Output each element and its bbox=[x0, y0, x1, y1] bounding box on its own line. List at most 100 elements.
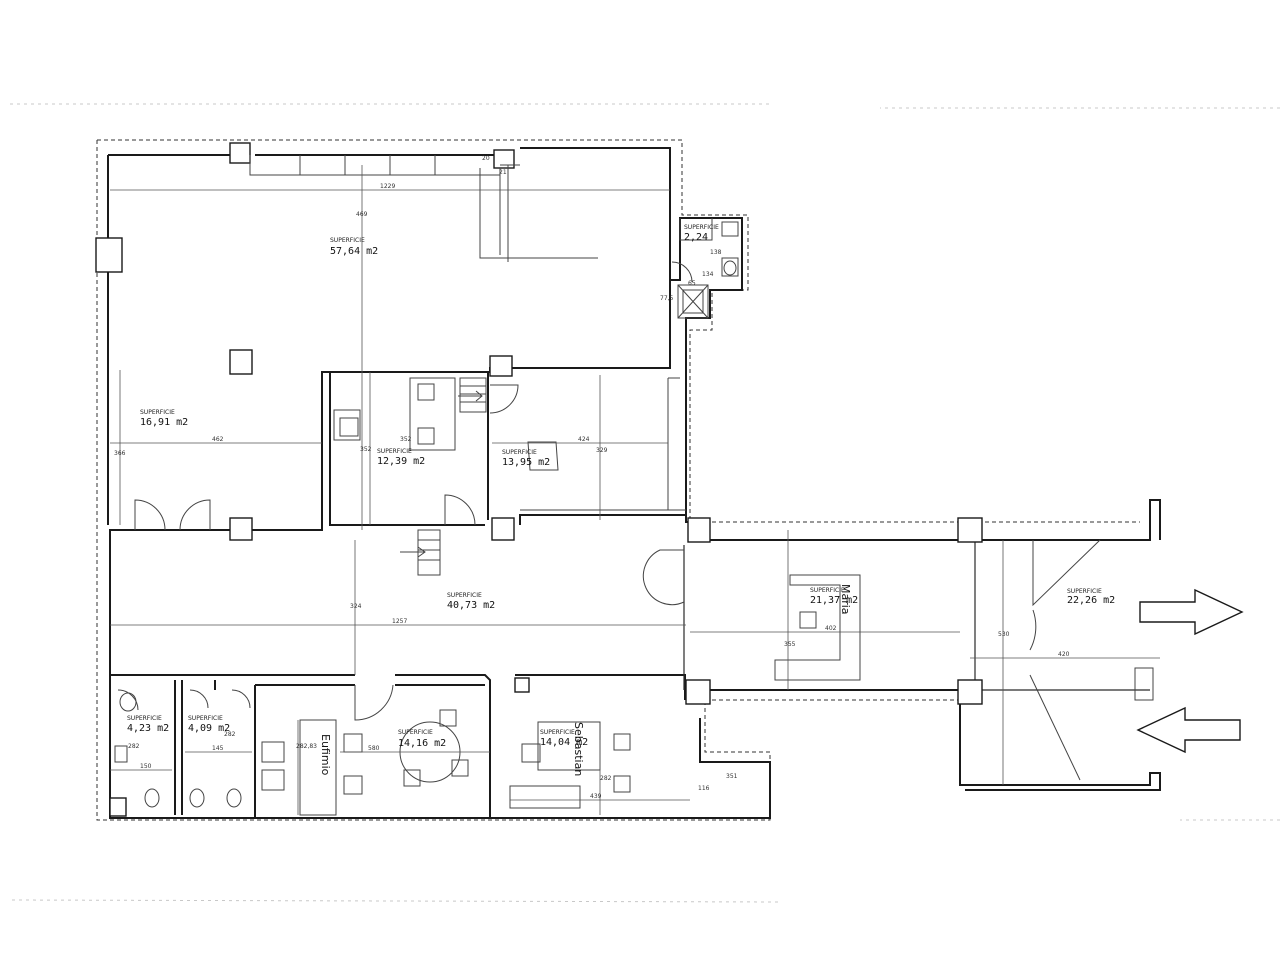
room-label: SUPERFICIE bbox=[684, 224, 719, 231]
column bbox=[491, 517, 515, 541]
column bbox=[514, 677, 530, 693]
chair bbox=[417, 427, 435, 445]
room-label: SUPERFICIE bbox=[377, 448, 412, 455]
dimension-label: 352 bbox=[360, 446, 372, 453]
counters bbox=[249, 155, 739, 576]
room-label: SUPERFICIE bbox=[447, 592, 482, 599]
dimension-label: 424 bbox=[578, 436, 590, 443]
dimension-label: 351 bbox=[726, 773, 738, 780]
dimension-label: 439 bbox=[590, 793, 602, 800]
stair-arrow-icon bbox=[400, 546, 426, 558]
occupant-name: Eufimio bbox=[319, 734, 332, 776]
room-area: 16,91 m2 bbox=[140, 417, 188, 428]
dimension-label: 20 bbox=[482, 155, 490, 162]
dimension-label: 402 bbox=[825, 625, 837, 632]
room-area: 13,95 m2 bbox=[502, 457, 550, 468]
dimension-label: 77,5 bbox=[660, 295, 674, 302]
room-area: 22,26 m2 bbox=[1067, 595, 1115, 606]
stair-arrow-icon bbox=[458, 390, 483, 402]
desk bbox=[299, 719, 337, 816]
room-area: 57,64 m2 bbox=[330, 246, 378, 257]
chair bbox=[613, 775, 631, 793]
dimension-label: 282 bbox=[600, 775, 612, 782]
dimension-label: 282 bbox=[128, 743, 140, 750]
dimension-label: 1229 bbox=[380, 183, 395, 190]
room-area: 21,37 m2 bbox=[810, 595, 858, 606]
chair bbox=[339, 417, 359, 437]
chair bbox=[343, 733, 363, 753]
chair bbox=[439, 709, 457, 727]
doors bbox=[117, 261, 1101, 781]
property-boundary bbox=[10, 103, 1280, 903]
column bbox=[685, 679, 711, 705]
occupant-name: Maria bbox=[839, 584, 852, 615]
column bbox=[95, 237, 123, 273]
room-area: 14,16 m2 bbox=[398, 738, 446, 749]
toilet bbox=[226, 788, 242, 808]
room-area: 12,39 m2 bbox=[377, 456, 425, 467]
dimension-label: 324 bbox=[350, 603, 362, 610]
column bbox=[229, 349, 253, 375]
reception-desk bbox=[774, 574, 861, 681]
column bbox=[229, 142, 251, 164]
dimension-label: 65 bbox=[688, 280, 696, 287]
toilet bbox=[189, 788, 205, 808]
room-label: SUPERFICIE bbox=[188, 715, 223, 722]
bench bbox=[1134, 667, 1154, 701]
room-label: SUPERFICIE bbox=[540, 729, 575, 736]
dimension-label: 530 bbox=[998, 631, 1010, 638]
sink bbox=[119, 692, 137, 712]
dimension-label: 138 bbox=[710, 249, 722, 256]
column bbox=[687, 517, 711, 543]
dimension-label: 150 bbox=[140, 763, 152, 770]
dimension-label: 352 bbox=[400, 436, 412, 443]
toilet bbox=[144, 788, 160, 808]
room-label: SUPERFICIE bbox=[140, 409, 175, 416]
dimension-label: 580 bbox=[368, 745, 380, 752]
chair bbox=[403, 769, 421, 787]
occupant-names: Maria Eufimio Sebastian bbox=[319, 584, 852, 776]
room-area: 4,23 m2 bbox=[127, 723, 169, 734]
exit-arrow-icon bbox=[1136, 706, 1241, 754]
dimension-label: 1257 bbox=[392, 618, 407, 625]
room-label: SUPERFICIE bbox=[127, 715, 162, 722]
toilet bbox=[723, 260, 737, 276]
dimension-label: 145 bbox=[212, 745, 224, 752]
column bbox=[229, 517, 253, 541]
dimension-label: 469 bbox=[356, 211, 368, 218]
dimension-label: 420 bbox=[1058, 651, 1070, 658]
chair bbox=[417, 383, 435, 401]
entry-arrow-icon bbox=[1139, 588, 1244, 636]
room-area: 40,73 m2 bbox=[447, 600, 495, 611]
column bbox=[957, 517, 983, 543]
dimension-label: 116 bbox=[698, 785, 710, 792]
room-label: SUPERFICIE bbox=[398, 729, 433, 736]
occupant-name: Sebastian bbox=[572, 722, 585, 776]
desk bbox=[509, 785, 581, 809]
room-area: 4,09 m2 bbox=[188, 723, 230, 734]
dimension-lines bbox=[110, 165, 1160, 815]
sink bbox=[114, 745, 128, 763]
dimension-label: 462 bbox=[212, 436, 224, 443]
dimension-label: 21 bbox=[499, 169, 507, 176]
room-label: SUPERFICIE bbox=[330, 237, 365, 244]
column bbox=[109, 797, 127, 817]
dimension-label: 329 bbox=[596, 447, 608, 454]
dimension-label: 366 bbox=[114, 450, 126, 457]
dimension-label: 282,83 bbox=[296, 743, 317, 750]
room-area: 2,24 bbox=[684, 232, 708, 243]
dimension-label: 282 bbox=[224, 731, 236, 738]
room-labels: SUPERFICIE 57,64 m2 SUPERFICIE 2,24 SUPE… bbox=[127, 224, 1115, 749]
dimension-label: 134 bbox=[702, 271, 714, 278]
chair bbox=[343, 775, 363, 795]
column bbox=[957, 679, 983, 705]
room-label: SUPERFICIE bbox=[502, 449, 537, 456]
chair bbox=[521, 743, 541, 763]
room-area: 14,04 m2 bbox=[540, 737, 588, 748]
chair bbox=[613, 733, 631, 751]
bathroom-fixtures bbox=[114, 260, 737, 808]
column bbox=[489, 355, 513, 377]
chair bbox=[799, 611, 817, 629]
walls bbox=[107, 147, 1161, 819]
